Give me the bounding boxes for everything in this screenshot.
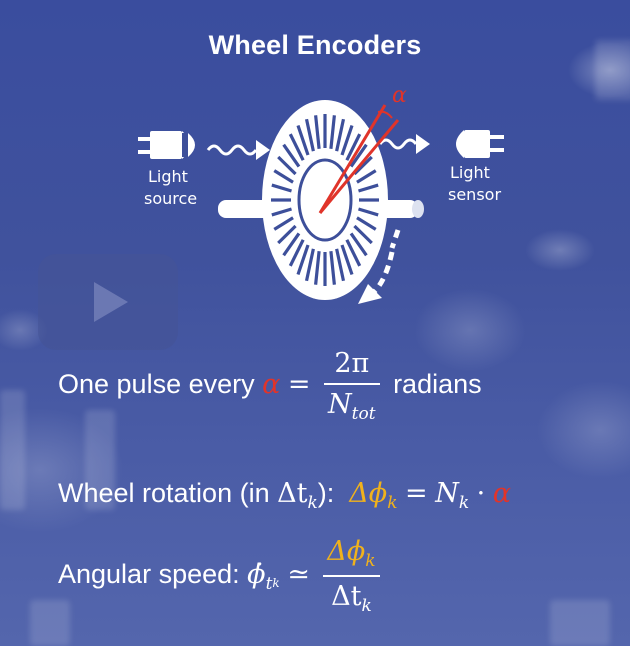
light-source-label: source: [144, 189, 197, 208]
wheel-slot: [335, 118, 346, 152]
wheel-slot: [273, 169, 294, 184]
wheel-slot: [345, 239, 362, 267]
light-wave-out: [378, 138, 418, 150]
light-sensor-label: Light: [450, 163, 490, 182]
wheel-slot: [358, 183, 379, 193]
wheel-slot: [314, 251, 321, 285]
light-source-label: Light: [148, 167, 188, 186]
equals-sign: =: [287, 369, 311, 401]
light-source-icon: [138, 131, 195, 159]
alpha-angle: [318, 104, 400, 214]
pulse-equation: One pulse every α = 2π Ntot radians: [58, 348, 482, 424]
subscript-tot: tot: [351, 404, 376, 424]
encoder-diagram: α Light source Light sensor: [138, 83, 504, 304]
rotation-equation: Wheel rotation (in Δtk): Δϕk = Nk · α: [58, 478, 511, 513]
wheel-slot: [329, 251, 336, 285]
alpha-symbol: α: [492, 478, 511, 509]
wheel-slot: [314, 115, 321, 149]
fraction-numerator: Δϕk: [327, 536, 376, 571]
wheel-slot: [271, 207, 292, 217]
n-k-symbol: Nk: [435, 478, 470, 513]
phi-dot-symbol: ϕ̇tk: [247, 559, 280, 595]
wheel-slot: [353, 224, 373, 245]
background-blur: [0, 390, 25, 510]
wheel-slot: [273, 216, 294, 231]
arrow-icon: [256, 140, 270, 160]
angular-speed-equation: Angular speed: ϕ̇tk ≃ Δϕk Δtk: [58, 536, 386, 616]
wheel-slot: [335, 248, 346, 282]
fraction-denominator: Ntot: [324, 383, 380, 424]
rotation-prefix: Wheel rotation (in: [58, 478, 270, 508]
wheel-slot: [296, 125, 310, 156]
play-icon: [94, 282, 128, 322]
background-blur: [550, 600, 610, 646]
light-sensor-label: sensor: [448, 185, 501, 204]
dot-operator: ·: [476, 478, 486, 509]
wheel-slot: [345, 133, 362, 161]
wheel-slot: [349, 232, 368, 257]
wheel-slot: [356, 216, 377, 231]
axle-end: [412, 200, 424, 218]
arrow-icon: [416, 134, 430, 154]
wheel-slot: [329, 115, 336, 149]
background-blur: [30, 600, 70, 646]
fraction-denominator: Δtk: [323, 575, 380, 616]
approx-sign: ≃: [287, 559, 310, 591]
wheel-slot: [340, 125, 354, 156]
n-symbol: N: [328, 389, 352, 420]
wheel-slot: [282, 232, 301, 257]
wheel-slot: [356, 169, 377, 184]
wheel-slot: [304, 248, 315, 282]
wheel-slot: [340, 244, 354, 275]
background-blur: [85, 410, 115, 510]
fraction-numerator: 2π: [334, 348, 370, 379]
pulse-suffix: radians: [393, 369, 482, 400]
rotation-arrow-icon: [358, 229, 401, 304]
wheel-slot: [271, 183, 292, 193]
alpha-symbol: α: [262, 369, 281, 401]
play-button[interactable]: [38, 254, 178, 350]
light-wave-in: [206, 144, 258, 156]
speed-fraction: Δϕk Δtk: [323, 536, 380, 616]
wheel-slot: [353, 155, 373, 176]
wheel-slot: [358, 207, 379, 217]
wheel-slot: [277, 155, 297, 176]
alpha-label: α: [392, 83, 407, 108]
wheel-slot: [296, 244, 310, 275]
delta-phi-symbol: Δϕk: [349, 478, 398, 513]
equals-sign: =: [405, 478, 428, 509]
pulse-fraction: 2π Ntot: [324, 348, 380, 424]
slide-title: Wheel Encoders: [208, 30, 422, 60]
wheel-slot: [304, 118, 315, 152]
wheel-slot: [277, 224, 297, 245]
light-sensor-icon: [456, 130, 504, 158]
wheel-slot: [288, 133, 305, 161]
background-blur: [595, 40, 630, 100]
rotation-close: ):: [317, 478, 335, 508]
pulse-prefix: One pulse every: [58, 369, 255, 400]
delta-t-symbol: Δtk: [277, 478, 318, 513]
wheel-slot: [288, 239, 305, 267]
wheel-slot: [349, 143, 368, 168]
speed-prefix: Angular speed:: [58, 559, 240, 590]
wheel-slot: [282, 143, 301, 168]
